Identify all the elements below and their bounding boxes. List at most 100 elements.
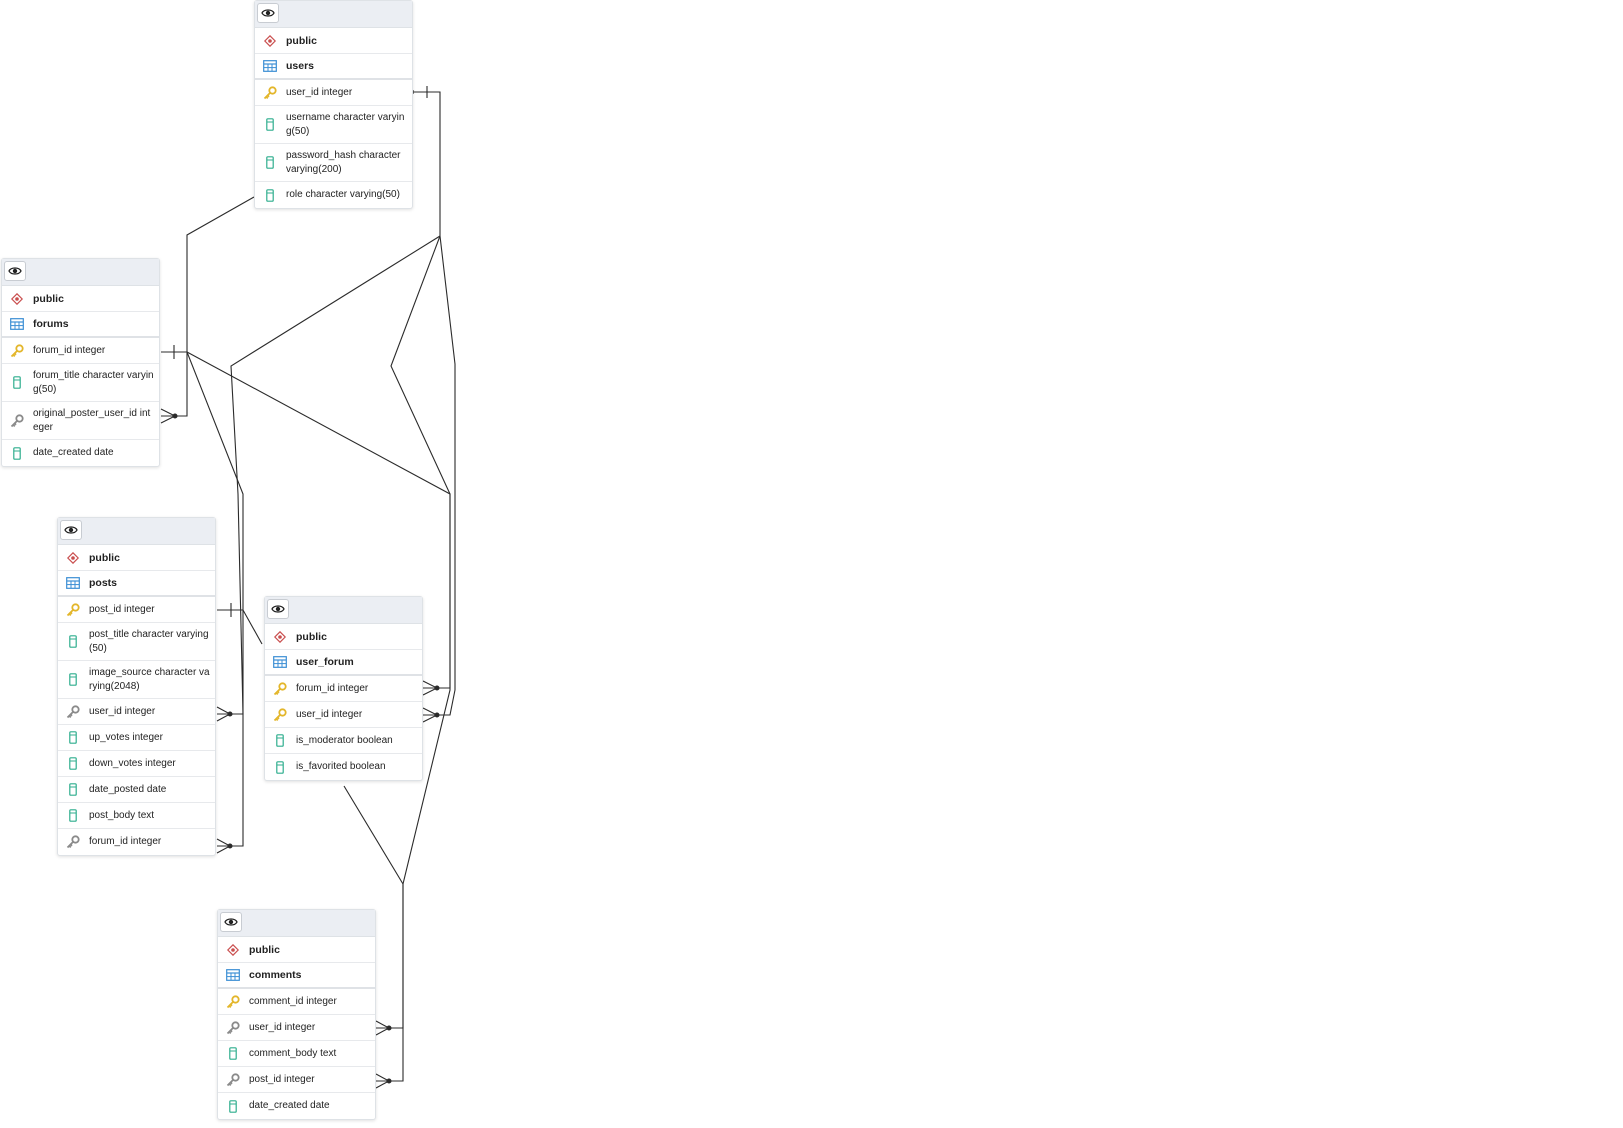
column-row[interactable]: date_created date xyxy=(2,440,159,466)
column-row[interactable]: comment_body text xyxy=(218,1041,375,1067)
eye-icon[interactable] xyxy=(257,3,279,23)
column-label: user_id integer xyxy=(286,86,353,98)
column-row[interactable]: post_body text xyxy=(58,803,215,829)
column-row[interactable]: password_hash character varying(200) xyxy=(255,144,412,182)
column-row[interactable]: original_poster_user_id integer xyxy=(2,402,159,440)
column-icon xyxy=(66,731,80,745)
primary-key-icon xyxy=(10,343,24,358)
column-row[interactable]: date_created date xyxy=(218,1093,375,1119)
column-icon xyxy=(66,757,80,771)
table-name-row: forums xyxy=(2,312,159,338)
column-label: original_poster_user_id integer xyxy=(33,407,151,433)
table-forums[interactable]: public forums forum_id integer forum_tit… xyxy=(1,258,160,467)
column-row[interactable]: role character varying(50) xyxy=(255,182,412,208)
column-row[interactable]: is_moderator boolean xyxy=(265,728,422,754)
link-posts-trunk xyxy=(217,609,263,645)
column-row[interactable]: user_id integer xyxy=(218,1015,375,1041)
link-forums-userforum xyxy=(186,351,451,689)
link-users-userforum-user xyxy=(437,235,456,716)
schema-name: public xyxy=(296,630,327,643)
column-icon xyxy=(226,1099,240,1113)
column-label: date_created date xyxy=(33,447,114,458)
table-icon xyxy=(263,59,277,73)
table-name: users xyxy=(286,60,315,72)
link-users-trunk xyxy=(413,91,441,236)
column-label: post_title character varying(50) xyxy=(89,628,209,654)
table-users[interactable]: public users user_id integer username ch… xyxy=(254,0,413,209)
column-row[interactable]: is_favorited boolean xyxy=(265,754,422,780)
column-icon xyxy=(263,188,277,202)
eye-icon[interactable] xyxy=(60,520,82,540)
column-icon xyxy=(10,446,24,460)
table-icon xyxy=(226,968,240,982)
column-label: forum_id integer xyxy=(296,682,369,694)
table-name: forums xyxy=(33,318,69,330)
column-label: post_id integer xyxy=(89,603,155,615)
column-icon xyxy=(226,1047,240,1061)
column-icon xyxy=(273,734,287,748)
column-row[interactable]: image_source character varying(2048) xyxy=(58,661,215,699)
column-row[interactable]: post_title character varying(50) xyxy=(58,623,215,661)
column-icon xyxy=(273,760,287,774)
column-row[interactable]: user_id integer xyxy=(58,699,215,725)
column-row[interactable]: post_id integer xyxy=(218,1067,375,1093)
link-posts-comments xyxy=(343,785,404,1082)
column-row[interactable]: down_votes integer xyxy=(58,751,215,777)
table-name: comments xyxy=(249,969,302,981)
primary-key-icon xyxy=(226,994,240,1009)
column-row[interactable]: post_id integer xyxy=(58,597,215,623)
primary-key-icon xyxy=(66,602,80,617)
column-icon xyxy=(263,156,277,170)
eye-icon[interactable] xyxy=(4,261,26,281)
eye-icon[interactable] xyxy=(267,599,289,619)
table-icon xyxy=(273,655,287,669)
primary-key-icon xyxy=(263,85,277,100)
schema-row: public xyxy=(218,937,375,963)
column-label: comment_body text xyxy=(249,1047,337,1059)
schema-icon xyxy=(66,551,80,565)
table-posts[interactable]: public posts post_id integer post_title … xyxy=(57,517,216,856)
primary-key-icon xyxy=(273,681,287,696)
table-header xyxy=(255,1,412,28)
schema-name: public xyxy=(286,34,317,47)
schema-name: public xyxy=(89,551,120,564)
column-label: forum_id integer xyxy=(33,344,106,356)
column-label: up_votes integer xyxy=(89,731,163,743)
foreign-key-icon xyxy=(66,704,80,719)
column-label: role character varying(50) xyxy=(286,189,400,200)
schema-row: public xyxy=(265,624,422,650)
schema-name: public xyxy=(249,943,280,956)
schema-row: public xyxy=(58,545,215,571)
table-comments[interactable]: public comments comment_id integer user_… xyxy=(217,909,376,1120)
table-header xyxy=(218,910,375,937)
column-row[interactable]: forum_title character varying(50) xyxy=(2,364,159,402)
column-row[interactable]: username character varying(50) xyxy=(255,106,412,144)
eye-icon[interactable] xyxy=(220,912,242,932)
column-row[interactable]: comment_id integer xyxy=(218,989,375,1015)
column-row[interactable]: forum_id integer xyxy=(58,829,215,855)
column-icon xyxy=(263,118,277,132)
column-row[interactable]: user_id integer xyxy=(255,80,412,106)
column-label: comment_id integer xyxy=(249,995,337,1007)
primary-key-icon xyxy=(273,707,287,722)
column-label: username character varying(50) xyxy=(286,111,405,137)
column-row[interactable]: forum_id integer xyxy=(265,676,422,702)
table-name: posts xyxy=(89,577,118,589)
column-icon xyxy=(66,635,80,649)
table-name: user_forum xyxy=(296,656,354,668)
column-label: down_votes integer xyxy=(89,757,176,769)
column-icon xyxy=(10,376,24,390)
table-header xyxy=(58,518,215,545)
column-row[interactable]: date_posted date xyxy=(58,777,215,803)
table-name-row: users xyxy=(255,54,412,80)
column-row[interactable]: user_id integer xyxy=(265,702,422,728)
column-label: forum_id integer xyxy=(89,836,162,847)
column-row[interactable]: forum_id integer xyxy=(2,338,159,364)
column-row[interactable]: up_votes integer xyxy=(58,725,215,751)
table-user-forum[interactable]: public user_forum forum_id integer user_… xyxy=(264,596,423,781)
table-icon xyxy=(10,317,24,331)
schema-icon xyxy=(226,943,240,957)
column-label: date_created date xyxy=(249,1100,330,1111)
